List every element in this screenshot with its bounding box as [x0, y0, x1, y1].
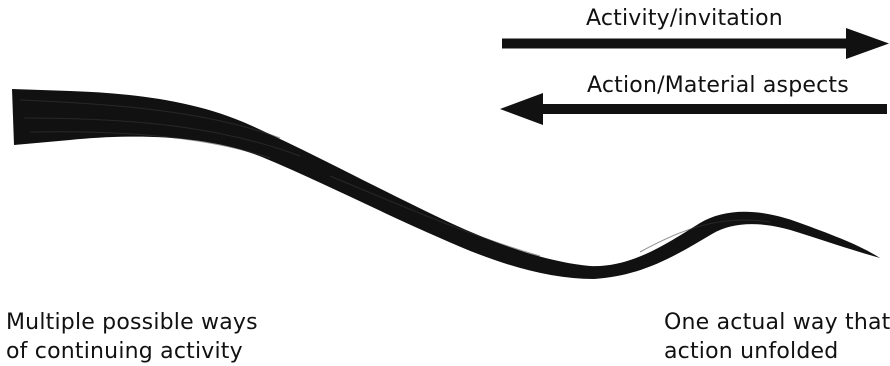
brush-texture	[19, 99, 771, 257]
arrow-right-head	[846, 28, 889, 59]
arrow-right-shaft	[502, 38, 850, 49]
left-caption: Multiple possible ways of continuing act…	[6, 308, 258, 366]
right-caption-line-2: action unfolded	[664, 339, 839, 364]
right-caption: One actual way that action unfolded	[664, 308, 890, 366]
right-caption-line-1: One actual way that	[664, 310, 890, 335]
left-caption-line-1: Multiple possible ways	[6, 310, 258, 335]
tapering-brush-stroke	[12, 89, 880, 279]
arrow-label-activity-invitation: Activity/invitation	[586, 6, 783, 31]
arrow-left	[500, 93, 887, 125]
arrow-label-action-material-aspects: Action/Material aspects	[587, 73, 849, 98]
left-caption-line-2: of continuing activity	[6, 339, 243, 364]
arrow-right	[502, 28, 889, 59]
arrow-left-shaft	[540, 104, 887, 114]
arrow-left-head	[500, 93, 543, 125]
